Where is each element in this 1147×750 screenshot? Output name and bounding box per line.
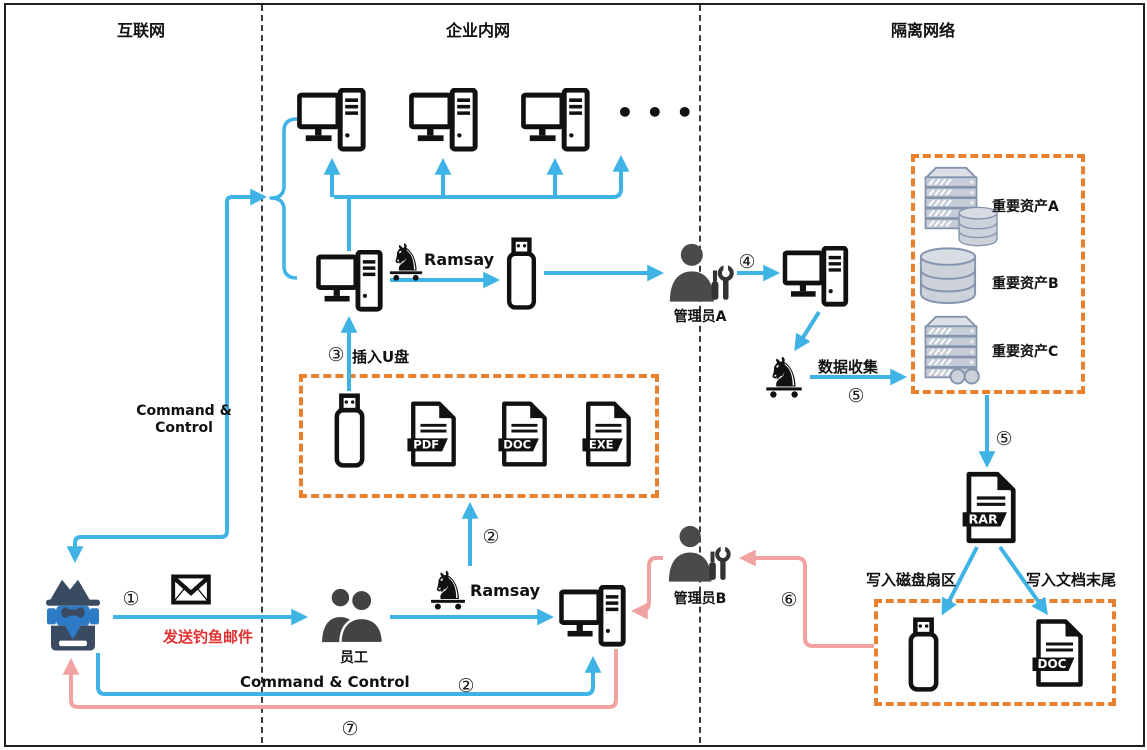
write-disk-label: 写入磁盘扇区 [866,571,957,589]
admin-b-label: 管理员B [673,591,727,607]
wire-rar-to-usb [941,546,979,616]
svg-text:DOC: DOC [503,437,531,451]
trojan-horse-icon [385,238,427,282]
trojan-horse-icon [426,565,470,611]
step-1: ① [122,588,140,610]
svg-text:RAR: RAR [969,511,999,526]
usb-drive-icon [331,393,368,469]
computer-icon [294,88,372,154]
diagram-border [4,3,1145,747]
step-4: ④ [738,251,756,273]
computer-icon [518,88,596,154]
wire-rar-to-doc [998,545,1048,616]
step-2-files: ② [482,526,500,548]
wire-step7-exfil [62,649,618,709]
step-5-collect: ⑤ [847,385,865,407]
isolated-computer-icon [782,246,852,309]
employee-label: 员工 [340,650,368,666]
phishing-label: 发送钓鱼邮件 [163,628,254,646]
rar-file-icon: RAR [961,471,1018,544]
wire-brace [269,117,298,280]
ramsay-label-bottom: Ramsay [470,581,541,600]
employee-computer-icon [558,585,630,649]
ramsay-label-top: Ramsay [424,250,495,269]
admin-a-label: 管理员A [673,309,727,325]
mail-icon [171,573,211,606]
doc-file-icon: DOC [1031,617,1085,689]
zone-title-internet: 互联网 [116,21,166,40]
database-icon-asset-b [917,245,979,305]
trojan-horse-icon [761,351,807,399]
important-assets-box [911,154,1085,394]
wire-pc-to-trojan [794,310,821,352]
cc-left-line2: Control [155,420,213,436]
wire-cc-left [66,188,268,564]
svg-text:PDF: PDF [413,437,439,451]
insert-usb-label: 插入U盘 [352,348,410,366]
step-2-cc: ② [457,675,475,697]
wire-distribution [334,154,630,199]
more-hosts-ellipsis: ••• [616,96,706,129]
write-doc-label: 写入文档末尾 [1026,571,1117,589]
cc-left-label: Command & Control [136,403,232,437]
asset-b-label: 重要资产B [992,276,1059,292]
svg-text:DOC: DOC [1038,657,1067,671]
step-7: ⑦ [341,718,359,740]
exe-file-icon: EXE [581,399,633,469]
computer-icon [406,88,484,154]
exfil-carriers-box [874,599,1116,706]
zone-title-isolated: 隔离网络 [890,21,956,40]
asset-c-label: 重要资产C [992,344,1059,360]
infected-computer-icon [315,250,387,314]
employees-icon [319,587,385,645]
step-3: ③ [327,344,345,366]
wire-cc-bottom [96,653,602,696]
cc-bottom-label: Command & Control [240,673,410,691]
cc-left-line1: Command & [136,403,232,419]
admin-a-icon [668,241,734,309]
usb-drive-icon [503,237,540,311]
pdf-file-icon: PDF [406,399,458,469]
usb-drive-icon [905,617,942,693]
zone-title-intranet: 企业内网 [445,21,511,40]
server-icon-asset-c [919,314,980,385]
asset-a-label: 重要资产A [992,199,1059,215]
wire-adminB-to-pc [630,556,663,620]
step-6: ⑥ [780,589,798,611]
admin-b-icon [666,525,732,587]
step-5-pack: ⑤ [995,428,1013,450]
attacker-icon [43,571,103,653]
data-collect-label: 数据收集 [818,358,879,376]
svg-text:EXE: EXE [589,437,614,451]
malicious-files-box [299,374,659,498]
wire-exfil-to-adminB [738,549,874,648]
zone-divider-2 [699,5,701,743]
doc-file-icon: DOC [497,399,549,469]
